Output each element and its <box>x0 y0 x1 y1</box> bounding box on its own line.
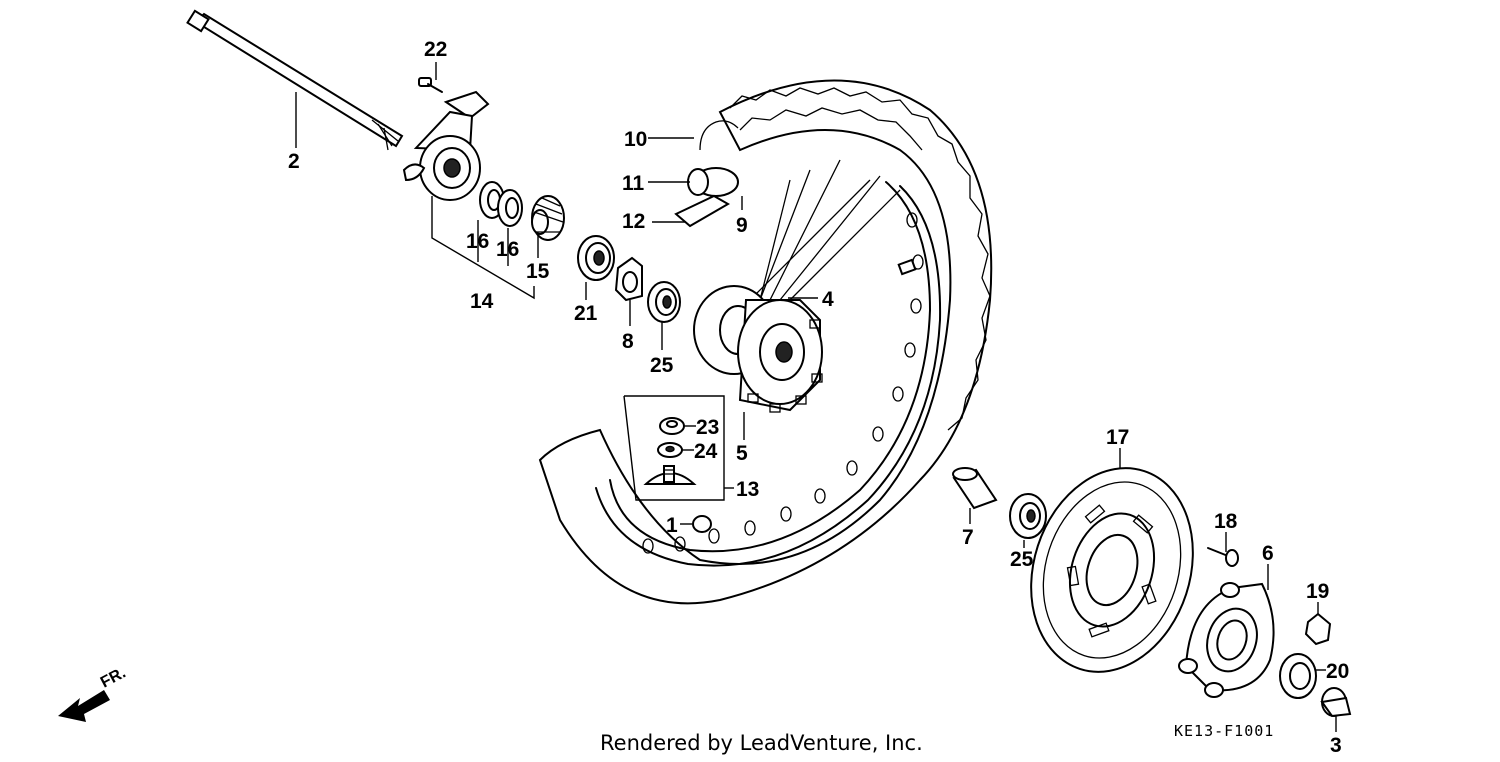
callout-20[interactable]: 20 <box>1326 660 1349 683</box>
valve-cap[interactable] <box>692 515 712 533</box>
disc-bolt[interactable] <box>1207 547 1239 567</box>
retainer[interactable] <box>614 256 643 302</box>
callout-3[interactable]: 3 <box>1330 734 1342 757</box>
bearing-center[interactable] <box>647 281 681 323</box>
axle[interactable] <box>186 9 404 151</box>
front-direction-arrow-icon <box>58 690 110 722</box>
bearing-left[interactable] <box>577 235 615 281</box>
callout-17[interactable]: 17 <box>1106 426 1129 449</box>
callout-18[interactable]: 18 <box>1214 510 1238 533</box>
brake-disc[interactable] <box>1006 447 1219 693</box>
speedometer-gear[interactable] <box>531 195 565 241</box>
tube[interactable] <box>687 167 739 197</box>
valve-washer[interactable] <box>657 442 683 458</box>
callout-19[interactable]: 19 <box>1306 580 1329 603</box>
callout-14[interactable]: 14 <box>470 290 494 313</box>
callout-15[interactable]: 15 <box>526 260 550 283</box>
callout-6[interactable]: 6 <box>1262 542 1274 565</box>
hub[interactable] <box>693 285 823 413</box>
callout-24[interactable]: 24 <box>694 440 718 463</box>
callout-12[interactable]: 12 <box>622 210 645 233</box>
callout-16-inner[interactable]: 16 <box>496 238 519 261</box>
bearing-right[interactable] <box>1009 493 1047 539</box>
valve-stem[interactable] <box>643 465 697 485</box>
callout-10[interactable]: 10 <box>624 128 647 151</box>
callout-25-right[interactable]: 25 <box>1010 548 1034 571</box>
callout-labels: 2 22 16 16 15 14 21 8 25 10 11 12 9 4 5 … <box>288 38 1349 757</box>
dust-seal-inner[interactable] <box>497 189 523 227</box>
side-collar[interactable] <box>1320 687 1352 718</box>
disc-cover[interactable] <box>1178 582 1275 698</box>
callout-7[interactable]: 7 <box>962 526 974 549</box>
valve-group-box <box>623 395 725 501</box>
callout-16-outer[interactable]: 16 <box>466 230 489 253</box>
callout-2[interactable]: 2 <box>288 150 300 173</box>
screw[interactable] <box>418 77 443 93</box>
dust-seal-right[interactable] <box>1279 653 1317 699</box>
callout-8[interactable]: 8 <box>622 330 634 353</box>
callout-1[interactable]: 1 <box>666 514 678 537</box>
distance-collar[interactable] <box>952 467 998 510</box>
diagram-code: KE13-F1001 <box>1174 722 1274 740</box>
front-wheel[interactable] <box>538 79 993 605</box>
cover-bolt[interactable] <box>1304 612 1332 646</box>
callout-25-left[interactable]: 25 <box>650 354 674 377</box>
credit-line: Rendered by LeadVenture, Inc. <box>600 731 923 755</box>
callout-13[interactable]: 13 <box>736 478 759 501</box>
callout-22[interactable]: 22 <box>424 38 447 61</box>
callout-21[interactable]: 21 <box>574 302 598 325</box>
callout-11[interactable]: 11 <box>622 172 645 195</box>
direction-label: FR. <box>98 664 129 691</box>
callout-9[interactable]: 9 <box>736 214 748 237</box>
leader-lines <box>295 62 1337 732</box>
valve-nut[interactable] <box>659 417 685 435</box>
callout-5[interactable]: 5 <box>736 442 748 465</box>
speedometer-gearbox[interactable] <box>402 90 490 201</box>
callout-4[interactable]: 4 <box>822 288 834 311</box>
callout-23[interactable]: 23 <box>696 416 719 439</box>
